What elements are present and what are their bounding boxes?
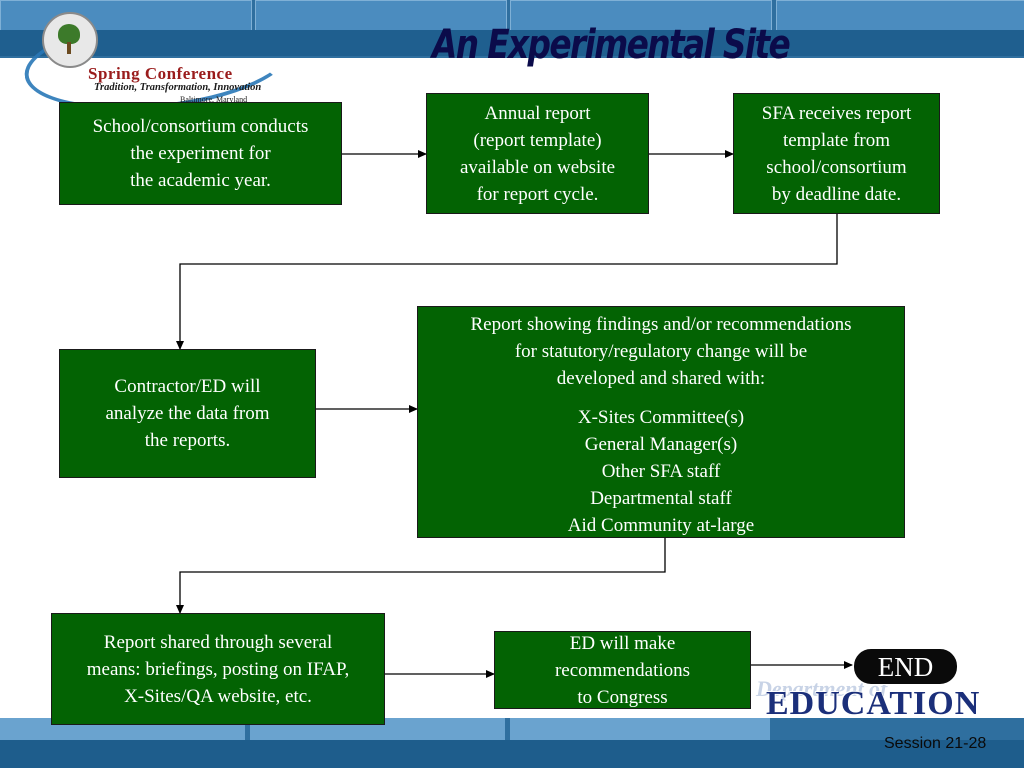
box-text-line: the experiment for [130, 143, 271, 164]
box-text-line: available on website [459, 156, 616, 178]
department-of-education-logo: Department of EDUCATION [756, 676, 1006, 722]
box-text-line: by deadline date. [771, 183, 902, 205]
conference-tagline: Tradition, Transformation, Innovation [94, 82, 262, 93]
step-report-shared: Report shared through several means: bri… [51, 613, 385, 725]
box-text-line: X-Sites/QA website, etc. [124, 685, 312, 707]
arrow-b5-b6 [176, 538, 666, 614]
step-analyze-data: Contractor/ED will analyze the data from… [59, 349, 316, 478]
step-conduct-experiment: School/consortium conducts the experimen… [59, 102, 342, 205]
box-text-line: Contractor/ED will [114, 376, 261, 397]
box-text-line: analyze the data from [105, 403, 270, 424]
box-text-line: (report template) [473, 129, 602, 151]
box-text-line: ED will make [569, 632, 676, 654]
title-area [0, 58, 1024, 98]
box-text-line: to Congress [577, 686, 668, 708]
ed-seal-icon [42, 12, 98, 68]
tree-icon [58, 24, 80, 44]
box-text-line: recommendations [554, 659, 691, 681]
audience-item: Aid Community at-large [567, 515, 755, 536]
box-text-line: template from [782, 129, 891, 151]
conference-name: Spring Conference [88, 64, 233, 83]
footer-stripe [0, 740, 1024, 768]
audience-item: General Manager(s) [584, 434, 738, 455]
step-findings-report: Report showing findings and/or recommend… [417, 306, 905, 538]
box-text-line: the reports. [144, 430, 231, 451]
audience-item: Departmental staff [590, 488, 732, 509]
step-sfa-receives-report: SFA receives report template from school… [733, 93, 940, 214]
header-stripe [0, 30, 1024, 56]
box-text-line: for report cycle. [476, 183, 599, 205]
box-text-line: Report shared through several [103, 631, 333, 653]
audience-list: X-Sites Committee(s) General Manager(s) … [418, 404, 904, 539]
box-text-line: School/consortium conducts [92, 116, 309, 137]
step-annual-report: Annual report (report template) availabl… [426, 93, 649, 214]
audience-item: Other SFA staff [601, 461, 721, 482]
conference-location: Baltimore, Maryland [180, 95, 248, 104]
conference-logo: Spring Conference Tradition, Transformat… [19, 2, 297, 122]
step-recommendations: ED will make recommendations to Congress [494, 631, 751, 709]
box-text-line: Annual report [484, 102, 591, 124]
logo-education-text: EDUCATION [766, 685, 981, 722]
box-text-line: Report showing findings and/or recommend… [470, 314, 852, 335]
end-terminator: END [853, 648, 958, 685]
audience-item: X-Sites Committee(s) [577, 407, 745, 428]
box-text-line: for statutory/regulatory change will be [514, 341, 808, 362]
tree-trunk [67, 42, 71, 54]
page-title: An Experimental Site [432, 22, 791, 68]
box-text-line: the academic year. [130, 170, 271, 191]
arrow-b3-b4 [176, 214, 838, 350]
footer-tile [510, 718, 770, 740]
box-text-line: developed and shared with: [556, 368, 766, 389]
session-number: Session 21-28 [884, 735, 987, 752]
box-text-line: school/consortium [766, 156, 907, 178]
box-text-line: means: briefings, posting on IFAP, [86, 658, 350, 680]
box-text-line: SFA receives report [761, 102, 912, 124]
